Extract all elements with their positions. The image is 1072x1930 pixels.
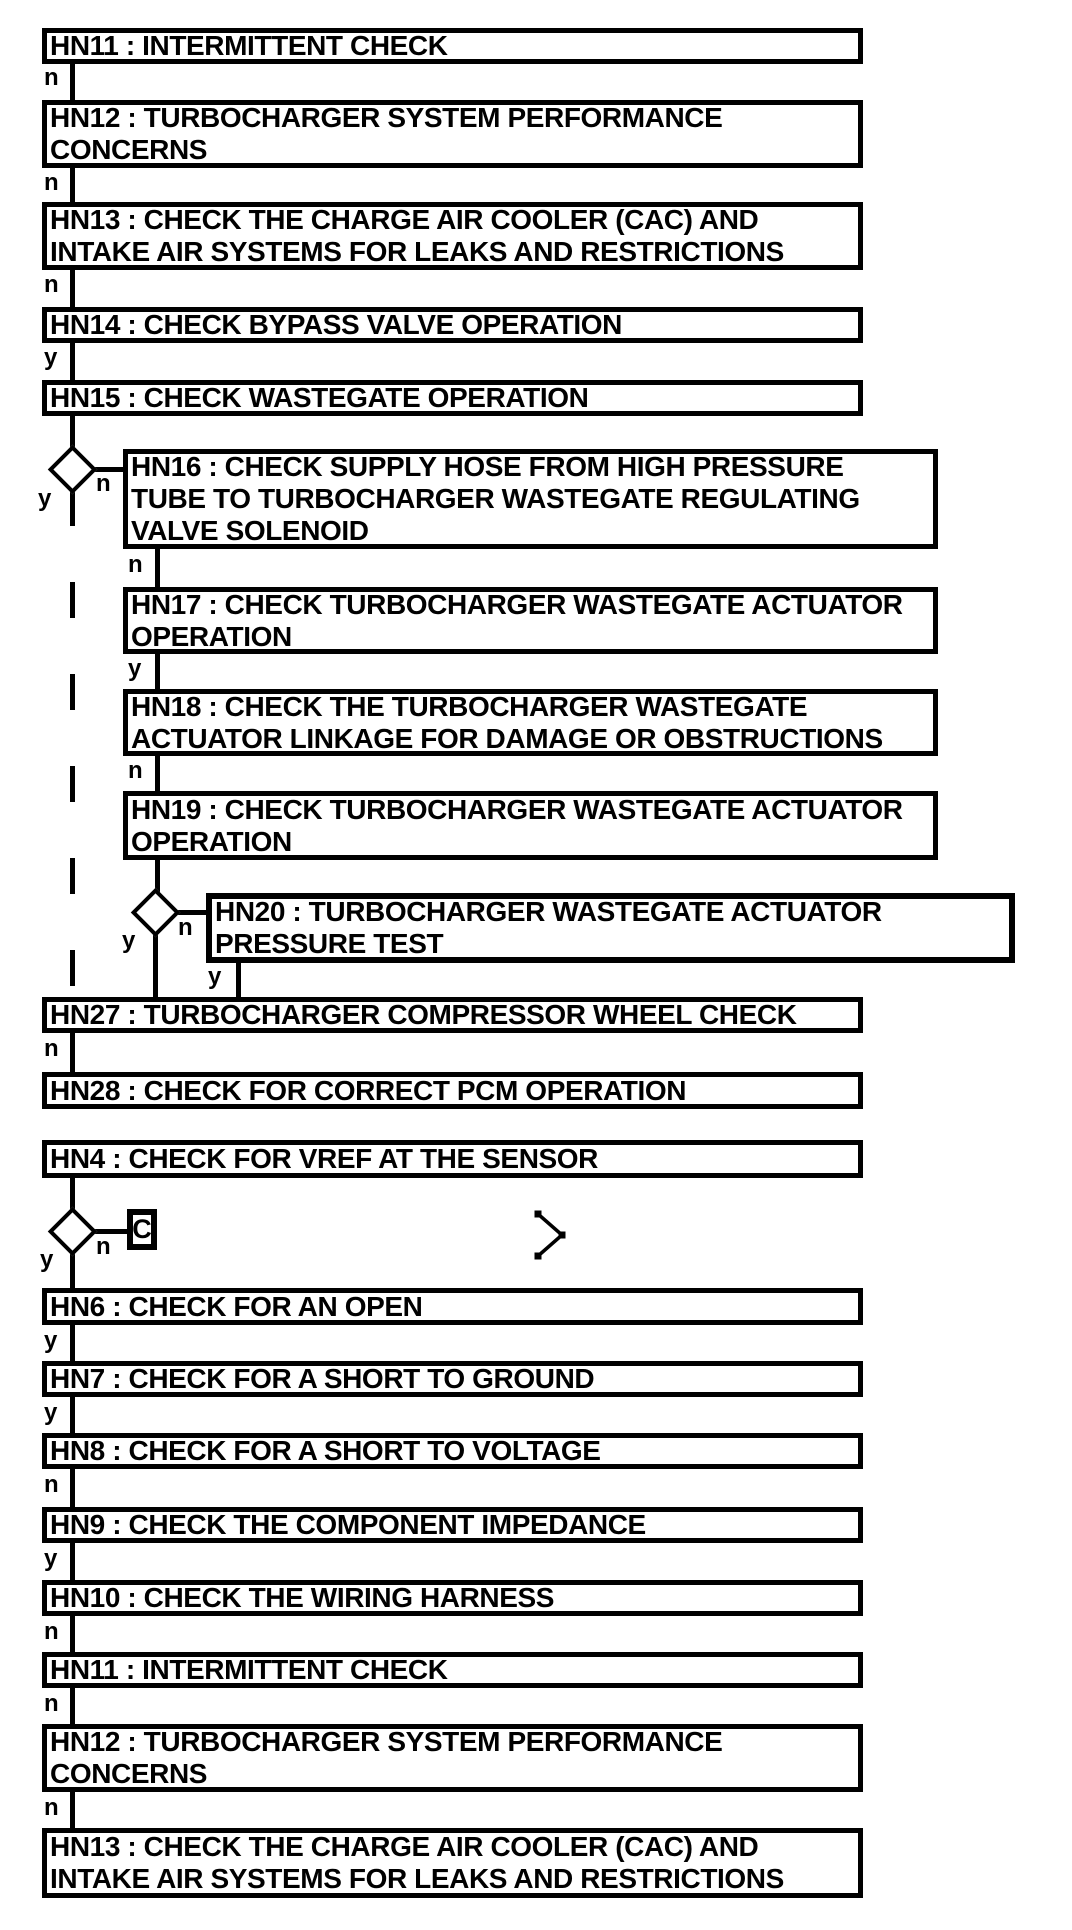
- connector-line: [170, 910, 208, 915]
- connector-line: [89, 1229, 129, 1234]
- branch-label-hn13-no: n: [44, 271, 59, 298]
- branch-label-hn12-no: n: [44, 169, 59, 196]
- decision-diamond-1: [47, 444, 98, 495]
- offpage-connector-c[interactable]: C: [127, 1209, 157, 1250]
- step-box-hn7[interactable]: HN7 : CHECK FOR A SHORT TO GROUND: [42, 1361, 863, 1397]
- branch-label-hn11b-no: n: [44, 1690, 59, 1717]
- connector-line: [70, 1323, 75, 1363]
- branch-label-hn12b-no: n: [44, 1794, 59, 1821]
- branch-label-hn27-no: n: [44, 1035, 59, 1062]
- connector-line: [70, 1031, 75, 1074]
- step-box-hn4[interactable]: HN4 : CHECK FOR VREF AT THE SENSOR: [42, 1140, 863, 1178]
- decision-diamond-3: [47, 1206, 98, 1257]
- step-box-hn11[interactable]: HN11 : INTERMITTENT CHECK: [42, 28, 863, 64]
- connector-line: [70, 1467, 75, 1509]
- connector-line: [236, 961, 241, 998]
- branch-label-hn8-no: n: [44, 1471, 59, 1498]
- branch-label-d2-no: n: [178, 914, 193, 941]
- step-box-hn12[interactable]: HN12 : TURBOCHARGER SYSTEM PERFORMANCE C…: [42, 100, 863, 168]
- branch-label-d2-yes: y: [122, 927, 136, 954]
- decision-diamond-2: [130, 887, 181, 938]
- step-box-hn13-2[interactable]: HN13 : CHECK THE CHARGE AIR COOLER (CAC)…: [42, 1828, 863, 1898]
- branch-label-hn20-yes: y: [208, 963, 222, 990]
- step-box-hn12-2[interactable]: HN12 : TURBOCHARGER SYSTEM PERFORMANCE C…: [42, 1724, 863, 1792]
- step-box-hn16[interactable]: HN16 : CHECK SUPPLY HOSE FROM HIGH PRESS…: [123, 449, 938, 549]
- connector-line-dashed: [70, 490, 75, 997]
- branch-label-hn9-yes: y: [44, 1545, 58, 1572]
- connector-line: [155, 547, 160, 589]
- branch-label-hn10-no: n: [44, 1618, 59, 1645]
- branch-label-d3-no: n: [96, 1233, 111, 1260]
- step-box-hn6[interactable]: HN6 : CHECK FOR AN OPEN: [42, 1288, 863, 1325]
- step-box-hn13[interactable]: HN13 : CHECK THE CHARGE AIR COOLER (CAC)…: [42, 202, 863, 270]
- step-box-hn15[interactable]: HN15 : CHECK WASTEGATE OPERATION: [42, 380, 863, 416]
- connector-line: [70, 1790, 75, 1830]
- step-box-hn8[interactable]: HN8 : CHECK FOR A SHORT TO VOLTAGE: [42, 1433, 863, 1469]
- page-break-chevron-icon: [534, 1210, 566, 1260]
- step-box-hn20[interactable]: HN20 : TURBOCHARGER WASTEGATE ACTUATOR P…: [206, 893, 1015, 963]
- step-box-hn18[interactable]: HN18 : CHECK THE TURBOCHARGER WASTEGATE …: [123, 689, 938, 756]
- connector-line: [70, 1395, 75, 1435]
- connector-line: [155, 858, 160, 899]
- connector-line: [70, 268, 75, 309]
- connector-line: [70, 166, 75, 204]
- branch-label-hn6-yes: y: [44, 1327, 58, 1354]
- branch-label-d1-no: n: [96, 470, 111, 497]
- step-box-hn10[interactable]: HN10 : CHECK THE WIRING HARNESS: [42, 1580, 863, 1616]
- connector-line: [153, 928, 158, 998]
- step-box-hn11-2[interactable]: HN11 : INTERMITTENT CHECK: [42, 1652, 863, 1688]
- step-box-hn19[interactable]: HN19 : CHECK TURBOCHARGER WASTEGATE ACTU…: [123, 791, 938, 860]
- step-box-hn17[interactable]: HN17 : CHECK TURBOCHARGER WASTEGATE ACTU…: [123, 587, 938, 654]
- connector-line: [70, 1249, 75, 1289]
- connector-line: [70, 1614, 75, 1654]
- connector-line: [70, 1541, 75, 1582]
- connector-line: [155, 652, 160, 691]
- branch-label-hn18-no: n: [128, 757, 143, 784]
- step-box-hn14[interactable]: HN14 : CHECK BYPASS VALVE OPERATION: [42, 307, 863, 343]
- branch-label-hn14-yes: y: [44, 344, 58, 371]
- connector-line: [88, 467, 125, 472]
- connector-line: [155, 754, 160, 793]
- branch-label-d3-yes: y: [40, 1246, 54, 1273]
- step-box-hn27[interactable]: HN27 : TURBOCHARGER COMPRESSOR WHEEL CHE…: [42, 997, 863, 1033]
- branch-label-hn16-no: n: [128, 551, 143, 578]
- step-box-hn9[interactable]: HN9 : CHECK THE COMPONENT IMPEDANCE: [42, 1507, 863, 1543]
- connector-line: [70, 414, 75, 456]
- connector-line: [70, 1686, 75, 1726]
- branch-label-hn7-yes: y: [44, 1399, 58, 1426]
- branch-label-hn11-no: n: [44, 64, 59, 91]
- step-box-hn28[interactable]: HN28 : CHECK FOR CORRECT PCM OPERATION: [42, 1072, 863, 1109]
- branch-label-d1-yes: y: [38, 485, 52, 512]
- connector-line: [70, 341, 75, 382]
- branch-label-hn17-yes: y: [128, 655, 142, 682]
- connector-line: [70, 1176, 75, 1217]
- connector-line: [70, 62, 75, 102]
